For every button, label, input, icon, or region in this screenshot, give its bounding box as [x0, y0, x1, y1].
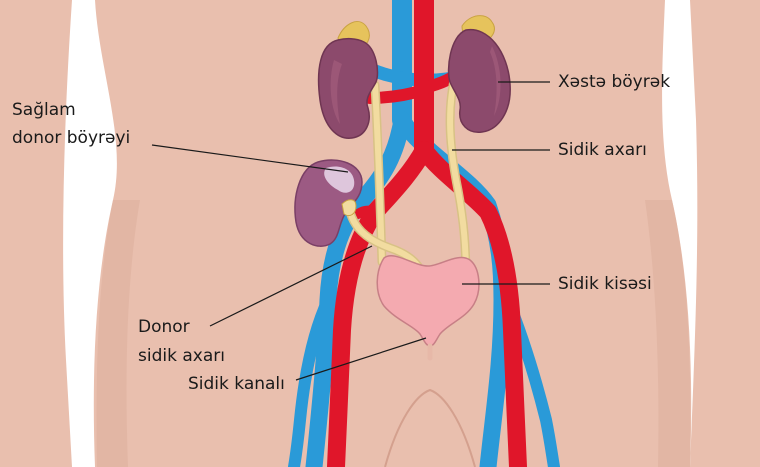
label-diseased-kidney: Xəstə böyrək [558, 71, 670, 93]
right-arm [690, 0, 760, 467]
left-arm [0, 0, 72, 467]
label-healthy-donor-kidney-line2: donor böyrəyi [12, 127, 130, 149]
label-donor-ureter-line1: Donor [138, 316, 190, 338]
donor-kidney-pelvis [342, 200, 356, 216]
left-native-kidney [319, 39, 378, 139]
label-bladder: Sidik kisəsi [558, 273, 652, 295]
donor-artery-anastomosis [358, 211, 375, 214]
label-ureter: Sidik axarı [558, 139, 647, 161]
label-urethra: Sidik kanalı [188, 373, 285, 395]
label-healthy-donor-kidney-line1: Sağlam [12, 99, 76, 121]
label-donor-ureter-line2: sidik axarı [138, 345, 225, 367]
